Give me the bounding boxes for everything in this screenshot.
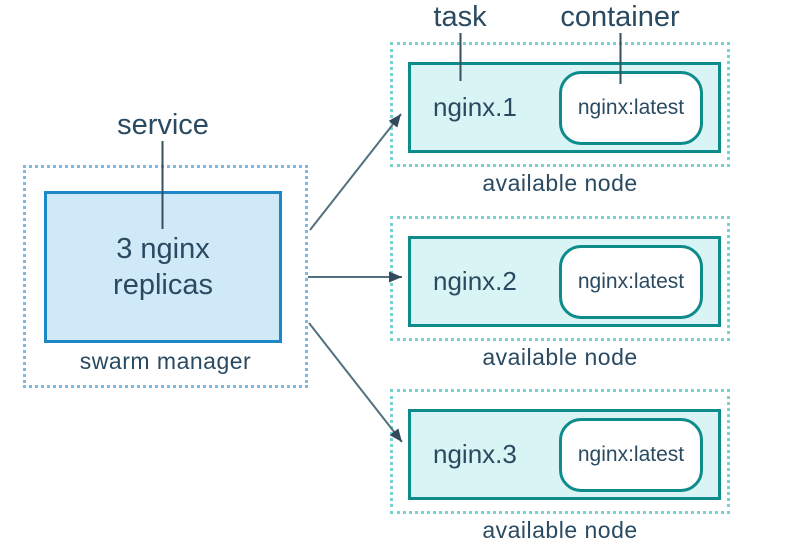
node-3-task-label: nginx.3: [433, 439, 517, 469]
node-1-container-label: nginx:latest: [577, 95, 685, 119]
node-1-container-box: nginx:latest: [559, 70, 703, 145]
node-3-dotted-box: nginx.3 nginx:latest: [390, 389, 730, 514]
arrow-to-node-1: [309, 113, 402, 231]
node-2-task-label: nginx.2: [433, 266, 517, 296]
node-1-caption: available node: [482, 170, 638, 196]
label-task: task: [433, 1, 487, 33]
service-replicas-text: 3 nginx replicas: [113, 233, 213, 301]
node-2-container-label: nginx:latest: [577, 269, 685, 293]
node-3-caption: available node: [482, 517, 638, 543]
node-3-container-box: nginx:latest: [559, 417, 703, 492]
node-2-dotted-box: nginx.2 nginx:latest: [390, 216, 730, 341]
node-2-caption: available node: [482, 344, 638, 370]
service-box: 3 nginx replicas: [44, 191, 282, 343]
swarm-manager-dotted-box: 3 nginx replicas swarm manager: [23, 165, 308, 388]
label-service: service: [117, 109, 209, 141]
arrow-to-node-3: [308, 322, 403, 443]
node-1-task-label: nginx.1: [433, 92, 517, 122]
available-node-1: nginx.1 nginx:latest available node: [390, 42, 730, 197]
available-node-3: nginx.3 nginx:latest available node: [390, 389, 730, 544]
node-2-task-box: nginx.2 nginx:latest: [408, 236, 721, 327]
node-2-container-box: nginx:latest: [559, 244, 703, 319]
node-3-container-label: nginx:latest: [577, 442, 685, 466]
node-1-dotted-box: nginx.1 nginx:latest: [390, 42, 730, 167]
node-3-task-box: nginx.3 nginx:latest: [408, 409, 721, 500]
available-node-2: nginx.2 nginx:latest available node: [390, 216, 730, 371]
label-container: container: [560, 1, 680, 33]
node-1-task-box: nginx.1 nginx:latest: [408, 62, 721, 153]
swarm-manager-caption: swarm manager: [79, 348, 252, 374]
